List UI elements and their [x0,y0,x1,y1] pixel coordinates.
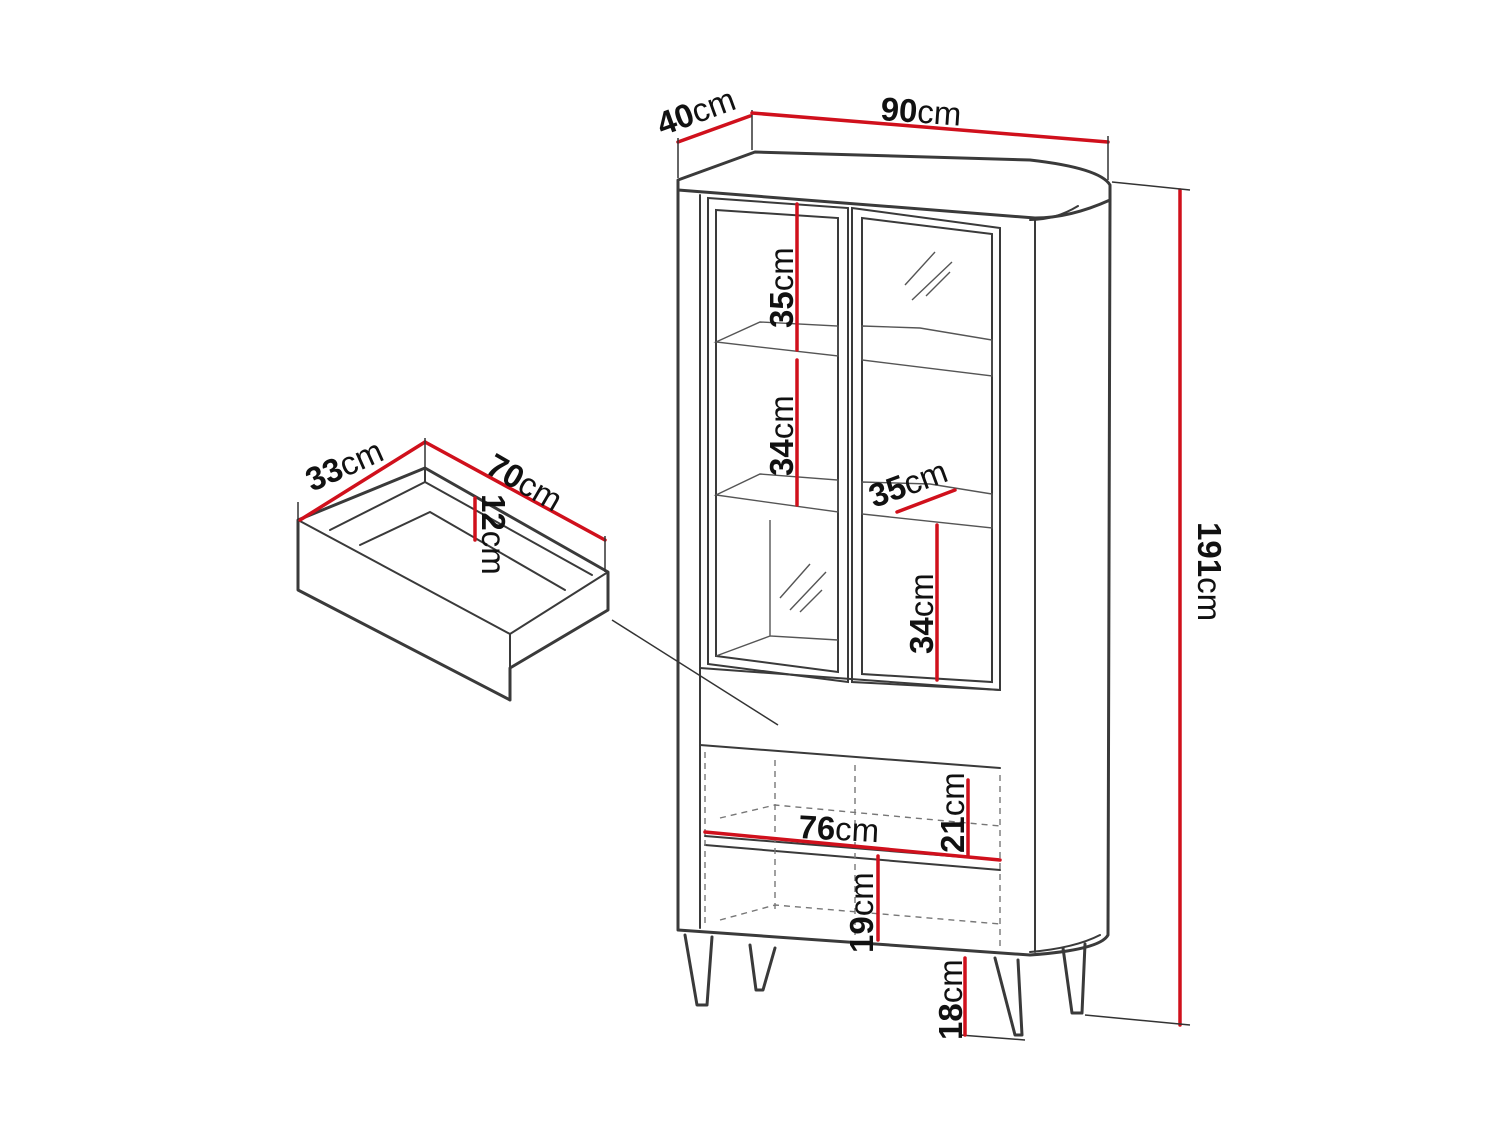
label-depth: 40cm [652,80,741,142]
label-legs: 18cm [932,959,969,1040]
label-shelf-right: 34cm [903,573,940,654]
label-height: 191cm [1191,522,1228,621]
label-inner-width: 76cm [798,808,881,849]
dim-line-width [750,111,1110,144]
cabinet-drawing [611,150,1112,1041]
dim-line-drawer-depth [298,440,427,522]
drawer-pointer-line [611,619,779,726]
label-open-lower: 19cm [843,872,880,953]
cabinet-rounded-side [1029,205,1101,953]
drawer-outline [296,466,610,702]
dim-line-shelf-depth [895,488,957,514]
cabinet-front-edge [699,194,1036,953]
glass-shelf-2 [713,473,993,529]
dim-line-depth [676,114,752,144]
dim-line-drawer-width [423,440,607,542]
drawer-front [699,667,1001,769]
label-open-upper: 21cm [934,772,971,853]
dim-line-inner-width [703,830,1002,862]
leg-floor-line [959,1034,1026,1041]
dimension-lines [297,110,1191,1037]
label-width: 90cm [880,90,963,133]
glass-reflection-right [904,251,953,301]
cabinet-body [676,188,1112,957]
label-shelf-middle: 34cm [763,395,800,476]
glass-reflection-left [779,563,827,613]
label-shelf-top: 35cm [763,247,800,328]
cabinet-legs [683,933,1087,1037]
drawer-inner [297,467,609,669]
drawer-drawing [296,466,610,702]
glass-shelf-1 [713,321,993,377]
dimension-labels: 40cm 90cm 191cm 35cm 34cm 35cm 34cm 76cm… [300,80,1228,1040]
cabinet-top [676,150,1112,220]
label-shelf-depth: 35cm [864,452,953,514]
glass-shelf-3 [715,520,839,657]
open-compartment-dashes [704,752,1001,950]
label-drawer-height: 12cm [475,494,512,575]
